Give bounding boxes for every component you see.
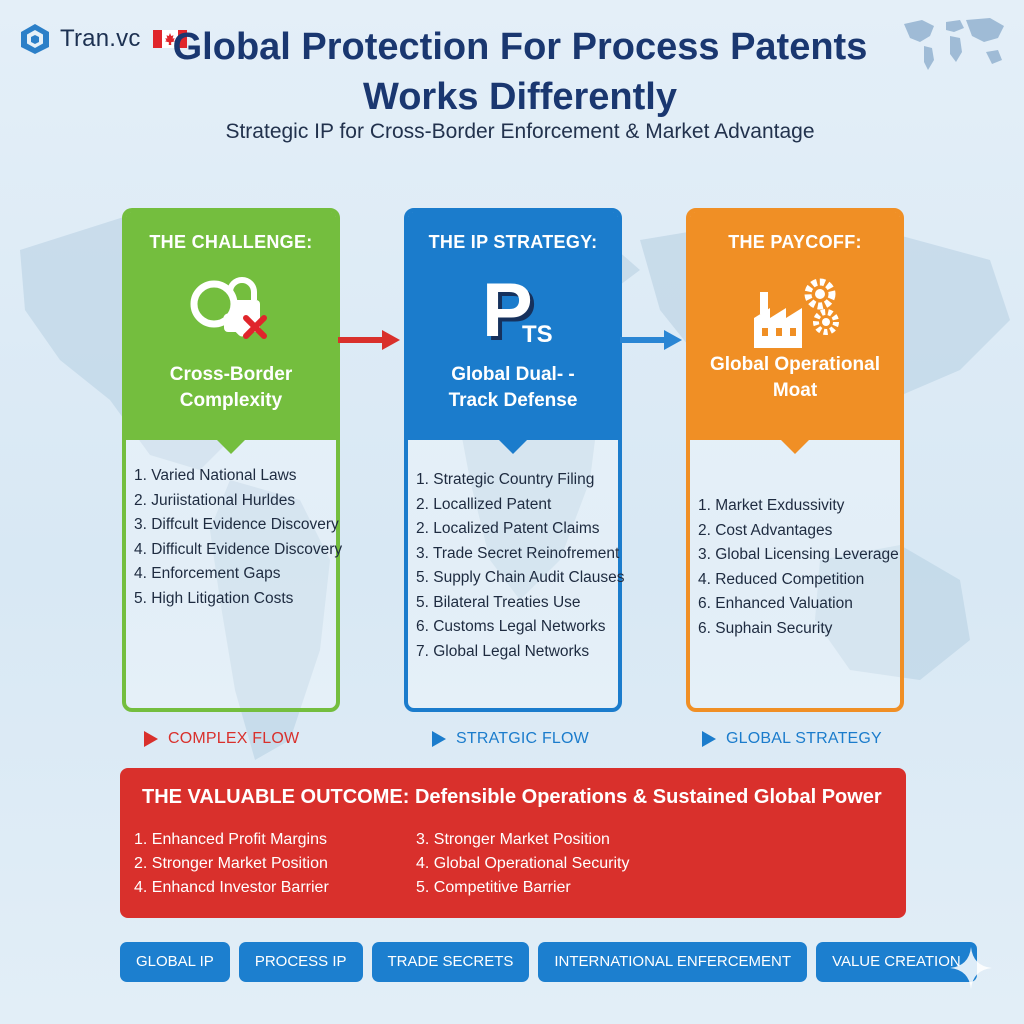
strategy-heading: THE IP STRATEGY: [428,232,598,252]
arrow-right-icon [620,330,682,350]
tag-value-creation[interactable]: VALUE CREATION [816,942,977,982]
outcome-title: THE VALUABLE OUTCOME: Defensible Operati… [142,786,882,808]
flow-label-complex: COMPLEX FLOW [144,730,299,748]
play-triangle-icon [702,731,716,747]
strategy-card: THE IP STRATEGY: P P TS Global Dual- -Tr… [404,208,625,712]
list-item: 2. Juriistational Hurldes [134,491,296,509]
tag-trade-secrets[interactable]: TRADE SECRETS [371,942,530,982]
tag-row: GLOBAL IP PROCESS IP TRADE SECRETS INTER… [120,942,977,982]
list-item: 7. Global Legal Networks [416,642,590,660]
page-title: Global Protection For Process Patents Wo… [172,26,868,118]
brand-cube-icon [21,24,49,54]
payoff-card-header: THE PAYCOFF: Global Operational Moat [690,212,900,454]
list-item: 2. Stronger Market Position [134,855,328,872]
strategy-list: 1. Strategic Country Filing 2. Locallize… [416,468,625,664]
outcome-list-right: 3. Stronger Market Position 4. Global Op… [416,828,629,900]
list-item: 1. Varied National Laws [134,467,297,484]
challenge-list: 1. Varied National Laws 2. Juriistationa… [134,464,343,611]
tag-international-enforcement[interactable]: INTERNATIONAL ENFERCEMENT [538,942,808,982]
pts-logo-letter-front: P [482,270,533,350]
outcome-box: THE VALUABLE OUTCOME: Defensible Operati… [120,768,906,918]
list-item: 5. High Litigation Costs [134,589,294,607]
payoff-list: 1. Market Exdussivity 2. Cost Advantages… [698,494,899,641]
list-item: 5. Competitive Barrier [416,879,571,896]
challenge-card: THE CHALLENGE: Cross-Border Complexity 1… [122,208,343,712]
arrow-right-icon [338,330,400,350]
list-item: 4. Difficult Evidence Discovery [134,540,343,558]
canada-flag-icon [152,30,187,48]
magnifier-lock-icon [190,277,267,339]
list-item: 5. Supply Chain Audit Clauses [416,569,625,586]
play-triangle-icon [144,731,158,747]
list-item: 2. Cost Advantages [698,521,833,539]
payoff-card: THE PAYCOFF: Global Operational Moat 1. … [686,208,904,712]
list-item: 6. Suphain Security [698,619,833,637]
brand-name: Tran.vc [60,25,141,52]
strategy-caption: Global Dual- -Track Defense [448,364,578,411]
payoff-heading: THE PAYCOFF: [728,232,862,252]
list-item: 3. Global Licensing Leverage [698,546,899,563]
list-item: 4. Enhancd Investor Barrier [134,879,329,896]
challenge-card-header: THE CHALLENGE: Cross-Border Complexity [126,212,336,454]
challenge-heading: THE CHALLENGE: [149,232,313,252]
list-item: 6. Customs Legal Networks [416,618,606,635]
pts-logo-letter: P [486,272,537,350]
play-triangle-icon [432,731,446,747]
list-item: 2. Locallized Patent [416,495,552,513]
list-item: 1. Enhanced Profit Margins [134,831,327,848]
world-map-icon [904,18,1004,70]
flow-label-text: GLOBAL STRATEGY [726,730,882,747]
list-item: 4. Reduced Competition [698,570,865,588]
brand: Tran.vc [18,22,187,56]
list-item: 2. Localized Patent Claims [416,520,600,537]
list-item: 4. Global Operational Security [416,855,630,872]
list-item: 3. Stronger Market Position [416,831,610,848]
list-item: 3. Diffcult Evidence Discovery [134,516,339,533]
list-item: 1. Strategic Country Filing [416,471,595,488]
sparkle-icon [950,947,992,989]
flow-label-strategic: STRATGIC FLOW [432,730,589,748]
list-item: 5. Bilateral Treaties Use [416,593,581,611]
list-item: 1. Market Exdussivity [698,497,845,514]
page-subtitle: Strategic IP for Cross-Border Enforcemen… [225,120,815,143]
factory-gears-icon [754,278,839,348]
pts-logo-icon: P P TS [482,270,553,350]
list-item: 3. Trade Secret Reinofrement [416,544,620,562]
tag-global-ip[interactable]: GLOBAL IP [120,942,230,982]
flow-label-text: STRATGIC FLOW [456,730,589,747]
strategy-card-header: THE IP STRATEGY: P P TS Global Dual- -Tr… [408,212,618,454]
tag-process-ip[interactable]: PROCESS IP [238,942,363,982]
list-item: 6. Enhanced Valuation [698,595,853,612]
outcome-list-left: 1. Enhanced Profit Margins 2. Stronger M… [134,828,329,900]
payoff-caption: Global Operational Moat [710,354,880,401]
flow-label-global: GLOBAL STRATEGY [702,730,882,748]
list-item: 4. Enforcement Gaps [134,565,281,582]
challenge-caption: Cross-Border Complexity [169,364,293,411]
flow-label-text: COMPLEX FLOW [168,730,300,747]
pts-logo-sub: TS [522,321,553,348]
